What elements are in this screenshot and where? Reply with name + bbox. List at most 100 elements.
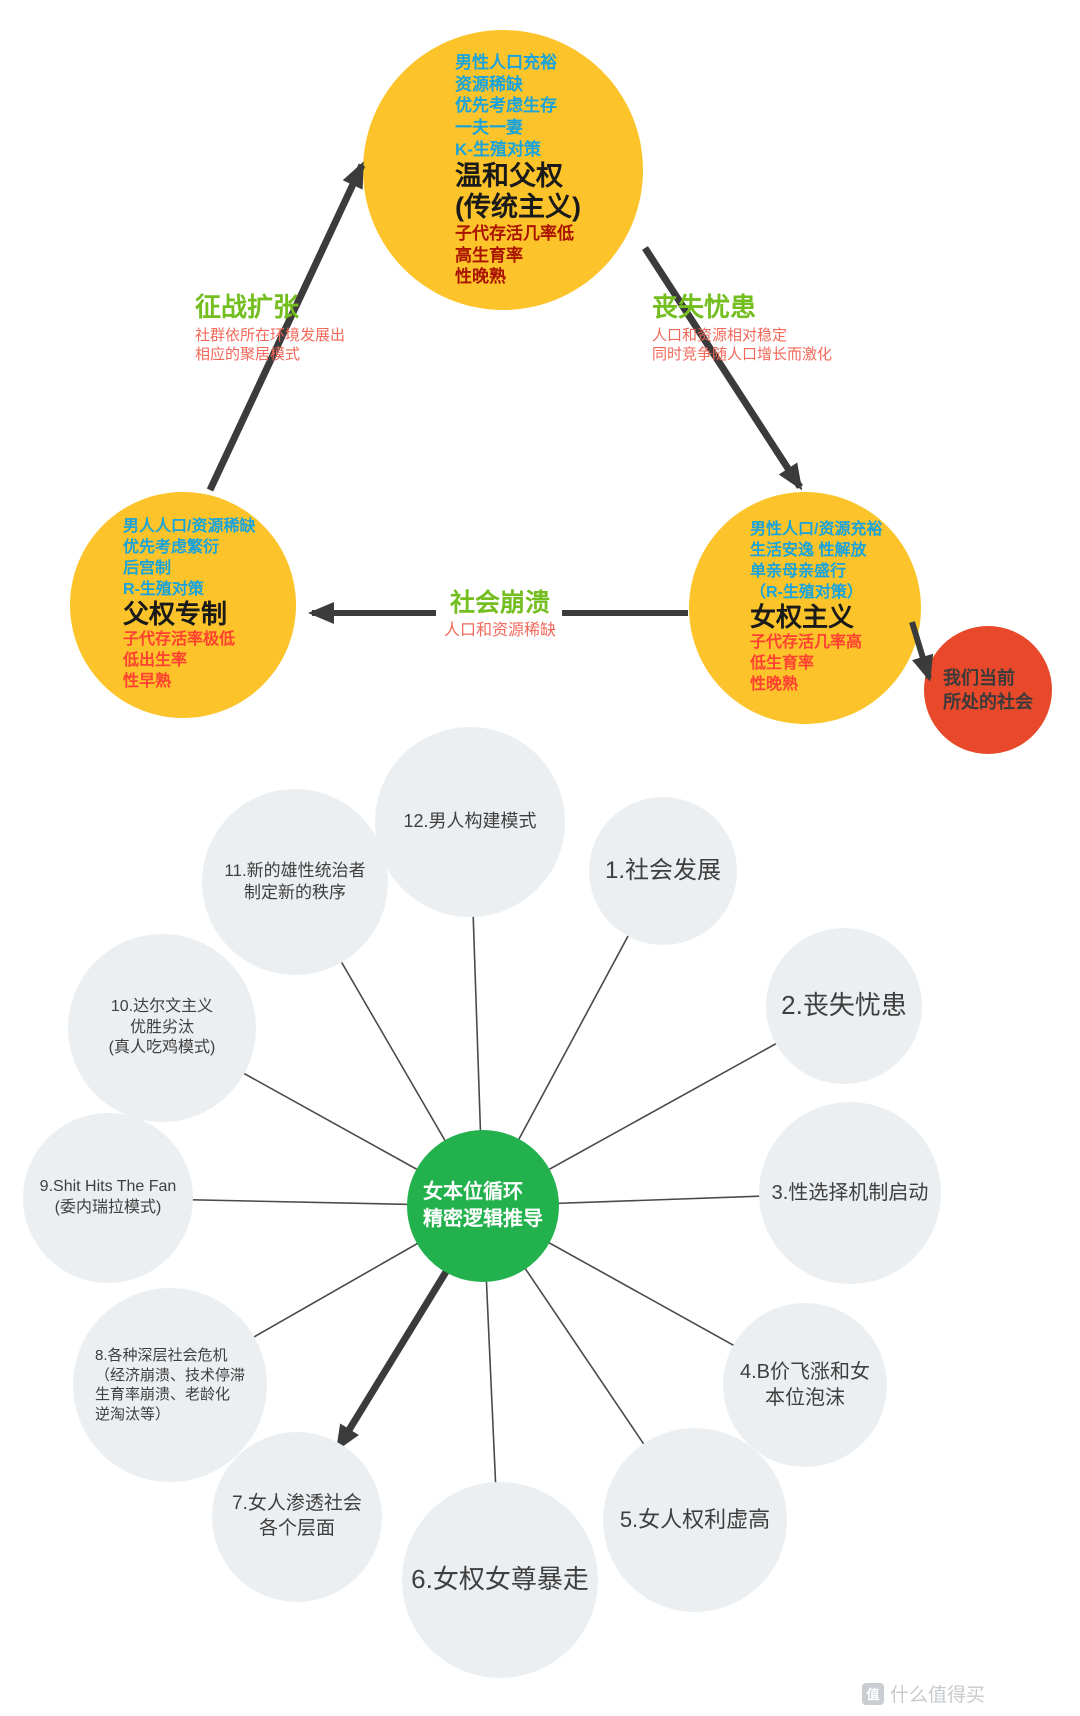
cycle-node-5-label: 5.女人权利虚高	[620, 1506, 770, 1535]
text-line: 男人人口/资源稀缺	[123, 518, 256, 536]
text-line: 逆淘汰等）	[94, 1405, 170, 1423]
text-line: 一夫一妻	[455, 118, 523, 138]
cycle-node-3: 3.性选择机制启动	[759, 1102, 941, 1284]
text-line: 我们当前	[943, 667, 1015, 688]
cycle-node-1-label: 1.社会发展	[605, 855, 721, 886]
text-line: 12.男人构建模式	[403, 811, 537, 832]
text-line: 资源稀缺	[455, 74, 523, 94]
text-line: 7.女人渗透社会	[232, 1493, 362, 1515]
text-line: 精密逻辑推导	[423, 1208, 543, 1230]
text-line: 4.B价飞涨和女	[739, 1361, 871, 1383]
text-line: 本位泡沫	[765, 1387, 845, 1409]
text-line: 女本位循环	[423, 1181, 523, 1203]
text-line: 各个层面	[258, 1518, 335, 1539]
cycle-node-4-label: 4.B价飞涨和女 本位泡沫	[740, 1359, 870, 1411]
cycle-node-2-label: 2.丧失忧患	[781, 989, 907, 1023]
cycle-node-8-label: 8.各种深层社会危机 （经济崩溃、技术停滞 生育率崩溃、老龄化 逆淘汰等）	[95, 1346, 245, 1424]
node-title: (传统主义)	[455, 191, 581, 222]
text-line: R-生殖对策	[123, 580, 204, 598]
text-line: 性晚熟	[750, 675, 799, 693]
watermark-text: 什么值得买	[890, 1685, 986, 1706]
smzdm-logo-icon: 值	[862, 1682, 884, 1705]
text-line: 所处的社会	[943, 692, 1033, 712]
text-line: 后宫制	[123, 559, 172, 577]
edge-label-collapse: 社会崩溃 人口和资源稀缺	[380, 589, 620, 641]
edge-title: 社会崩溃	[449, 589, 550, 617]
text-line: 高生育率	[455, 245, 523, 265]
cycle-node-1: 1.社会发展	[589, 797, 737, 945]
text-line: 男性人口充裕	[455, 52, 557, 72]
text-line: 生育率崩溃、老龄化	[94, 1386, 230, 1403]
watermark: 值 什么值得买	[862, 1680, 985, 1707]
cycle-center-hub: 女本位循环 精密逻辑推导	[407, 1130, 559, 1282]
cycle-node-11: 11.新的雄性统治者 制定新的秩序	[202, 789, 388, 975]
edge-subtext: 社群依所在环境发展出 相应的聚居模式	[195, 326, 345, 366]
text-line: 人口和资源相对稳定	[652, 326, 788, 344]
cycle-node-11-label: 11.新的雄性统治者 制定新的秩序	[224, 860, 365, 904]
text-line: 同时竞争随人口增长而激化	[652, 346, 833, 364]
text-line: 11.新的雄性统治者	[224, 860, 366, 880]
node-feminism-text: 男性人口/资源充裕 生活安逸 性解放 单亲母亲盛行 （R-生殖对策） 女权主义 …	[689, 520, 921, 695]
text-line: 人口和资源稀缺	[443, 621, 556, 639]
cycle-node-9-label: 9.Shit Hits The Fan (委内瑞拉模式)	[40, 1177, 177, 1219]
text-line: 性早熟	[123, 672, 172, 690]
cycle-node-4: 4.B价飞涨和女 本位泡沫	[723, 1303, 887, 1467]
edge-title: 丧失忧患	[652, 292, 757, 322]
edge-label-worry: 丧失忧患 人口和资源相对稳定 同时竞争随人口增长而激化	[652, 293, 832, 365]
text-line: (委内瑞拉模式)	[54, 1199, 162, 1216]
node-patriarchy-autocracy-text: 男人人口/资源稀缺 优先考虑繁衍 后宫制 R-生殖对策 父权专制 子代存活率极低…	[70, 517, 296, 692]
arrow-top-to-right	[642, 246, 803, 491]
text-line: 2.丧失忧患	[781, 990, 907, 1021]
cycle-node-9: 9.Shit Hits The Fan (委内瑞拉模式)	[23, 1113, 193, 1283]
text-line: （经济崩溃、技术停滞	[94, 1366, 245, 1384]
cycle-node-6: 6.女权女尊暴走	[402, 1482, 598, 1678]
node-current-society-text: 我们当前 所处的社会	[943, 666, 1033, 715]
node-current-society: 我们当前 所处的社会	[924, 626, 1052, 754]
node-title: 温和父权	[455, 160, 563, 191]
text-line: 3.性选择机制启动	[771, 1182, 929, 1204]
text-line: 5.女人权利虚高	[619, 1506, 771, 1532]
text-line: 低出生率	[123, 652, 188, 670]
text-line: 优先考虑繁衍	[123, 539, 220, 557]
cycle-node-5: 5.女人权利虚高	[603, 1428, 787, 1612]
text-line: 8.各种深层社会危机	[94, 1347, 228, 1364]
node-moderate-patriarchy: 男性人口充裕 资源稀缺 优先考虑生存 一夫一妻 K-生殖对策 温和父权 (传统主…	[363, 30, 643, 310]
text-line: 6.女权女尊暴走	[411, 1564, 589, 1595]
cycle-node-10: 10.达尔文主义 优胜劣汰 (真人吃鸡模式)	[68, 934, 256, 1122]
cycle-arrow-to-node7	[335, 1260, 455, 1452]
text-line: 制定新的秩序	[244, 883, 346, 902]
text-line: 单亲母亲盛行	[750, 562, 847, 580]
edge-subtext: 人口和资源相对稳定 同时竞争随人口增长而激化	[652, 326, 832, 366]
edge-subtext: 人口和资源稀缺	[380, 620, 620, 641]
text-line: 子代存活几率高	[750, 634, 863, 652]
node-moderate-patriarchy-text: 男性人口充裕 资源稀缺 优先考虑生存 一夫一妻 K-生殖对策 温和父权 (传统主…	[363, 52, 643, 288]
text-line: K-生殖对策	[455, 139, 541, 159]
text-line: 社群依所在环境发展出	[195, 326, 346, 344]
node-title: 父权专制	[123, 599, 228, 630]
cycle-center-label: 女本位循环 精密逻辑推导	[423, 1179, 543, 1233]
node-feminism: 男性人口/资源充裕 生活安逸 性解放 单亲母亲盛行 （R-生殖对策） 女权主义 …	[689, 492, 921, 724]
text-line: 相应的聚居模式	[195, 346, 301, 364]
edge-title: 征战扩张	[195, 292, 300, 322]
text-line: 优先考虑生存	[455, 96, 557, 116]
text-line: 男性人口/资源充裕	[750, 521, 883, 539]
text-line: (真人吃鸡模式)	[108, 1039, 216, 1057]
text-line: 低生育率	[750, 655, 815, 673]
edge-label-conquest: 征战扩张 社群依所在环境发展出 相应的聚居模式	[195, 293, 345, 365]
cycle-node-2: 2.丧失忧患	[766, 928, 922, 1084]
text-line: 子代存活率极低	[123, 631, 236, 649]
node-title: 女权主义	[750, 602, 855, 633]
cycle-node-12-label: 12.男人构建模式	[403, 810, 536, 833]
cycle-node-7-label: 7.女人渗透社会 各个层面	[232, 1492, 362, 1541]
cycle-node-6-label: 6.女权女尊暴走	[411, 1563, 589, 1597]
text-line: 子代存活几率低	[455, 223, 574, 243]
text-line: 优胜劣汰	[129, 1018, 194, 1036]
cycle-node-3-label: 3.性选择机制启动	[772, 1180, 929, 1206]
text-line: 生活安逸 性解放	[750, 542, 867, 560]
cycle-node-7: 7.女人渗透社会 各个层面	[212, 1432, 382, 1602]
text-line: 1.社会发展	[604, 857, 721, 885]
text-line: 10.达尔文主义	[110, 997, 214, 1015]
cycle-node-10-label: 10.达尔文主义 优胜劣汰 (真人吃鸡模式)	[109, 997, 216, 1059]
cycle-node-8: 8.各种深层社会危机 （经济崩溃、技术停滞 生育率崩溃、老龄化 逆淘汰等）	[73, 1288, 267, 1482]
